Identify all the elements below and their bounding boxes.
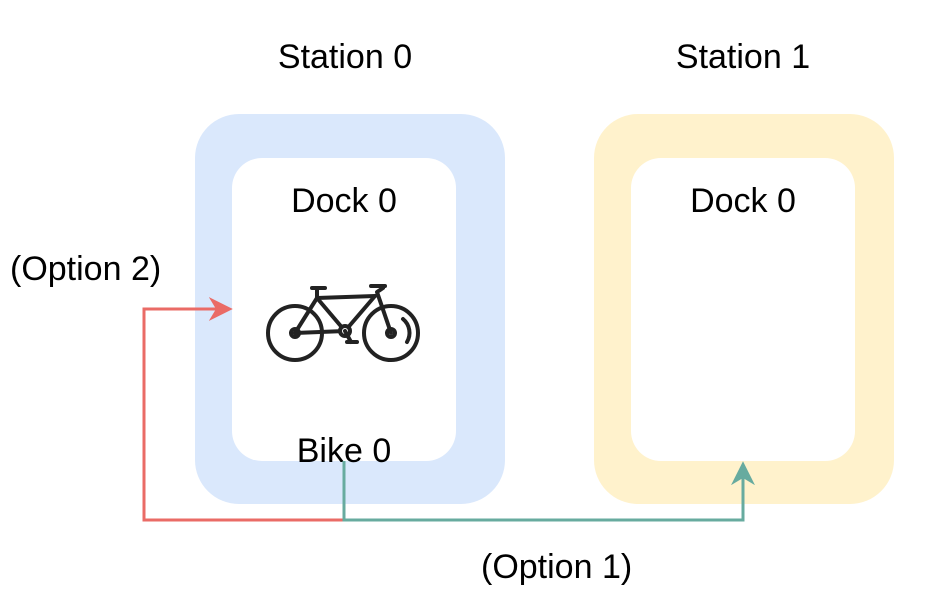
option-2-arrow: [142, 297, 344, 522]
station-1: Dock 0: [594, 114, 894, 504]
option-2-label: (Option 2): [10, 250, 162, 288]
option-1-arrow: [342, 461, 755, 522]
option-1-label: (Option 1): [481, 548, 633, 586]
station-1-dock-0: Dock 0: [631, 158, 855, 461]
bicycle-icon: [266, 284, 420, 362]
station-0-dock-0: Dock 0: [232, 158, 456, 468]
station-1-dock-label: Dock 0: [690, 182, 796, 220]
station-1-title: Station 1: [675, 38, 811, 76]
station-0-title: Station 0: [277, 38, 413, 76]
station-0: Dock 0: [195, 114, 505, 504]
station-0-dock-label: Dock 0: [291, 182, 397, 220]
